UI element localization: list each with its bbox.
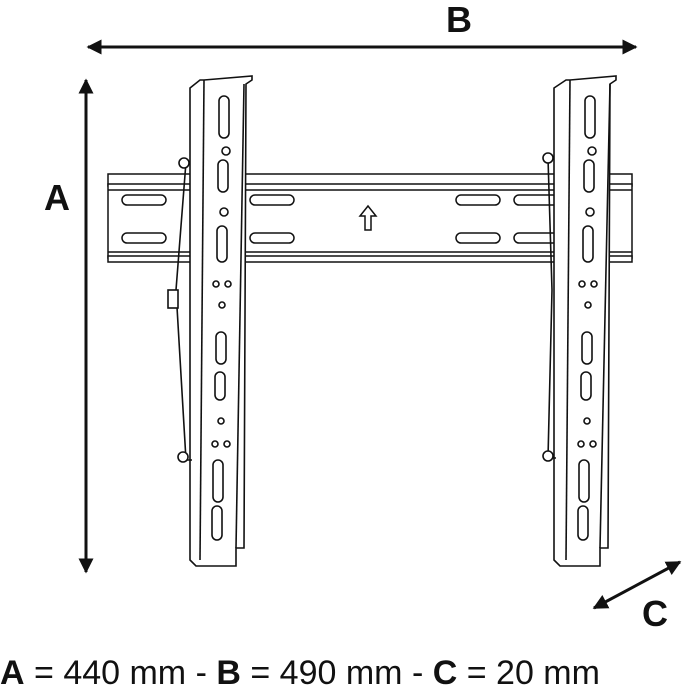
up-arrow-icon [358, 204, 378, 231]
dimension-c-arrow [592, 560, 682, 610]
caption-c-equals: = [457, 654, 497, 692]
wall-mount-diagram [78, 39, 682, 610]
caption-b-equals: = [240, 654, 280, 692]
dimensions-caption: A = 440 mm - B = 490 mm - C = 20 mm [0, 651, 684, 695]
caption-b-key: B [216, 654, 241, 692]
right-vertical-bracket [542, 75, 617, 567]
caption-b-value: 490 mm [279, 654, 403, 692]
dimension-b-label: B [446, 0, 472, 40]
caption-c-value: 20 mm [496, 654, 600, 692]
caption-a-equals: = [24, 654, 64, 692]
caption-separator: - [402, 654, 433, 692]
dimension-a-label: A [44, 177, 70, 218]
caption-a-key: A [0, 654, 25, 692]
caption-separator: - [186, 654, 217, 692]
left-vertical-bracket [167, 75, 253, 567]
caption-a-value: 440 mm [63, 654, 187, 692]
caption-c-key: C [432, 654, 458, 692]
dimension-c-label: C [642, 593, 668, 634]
